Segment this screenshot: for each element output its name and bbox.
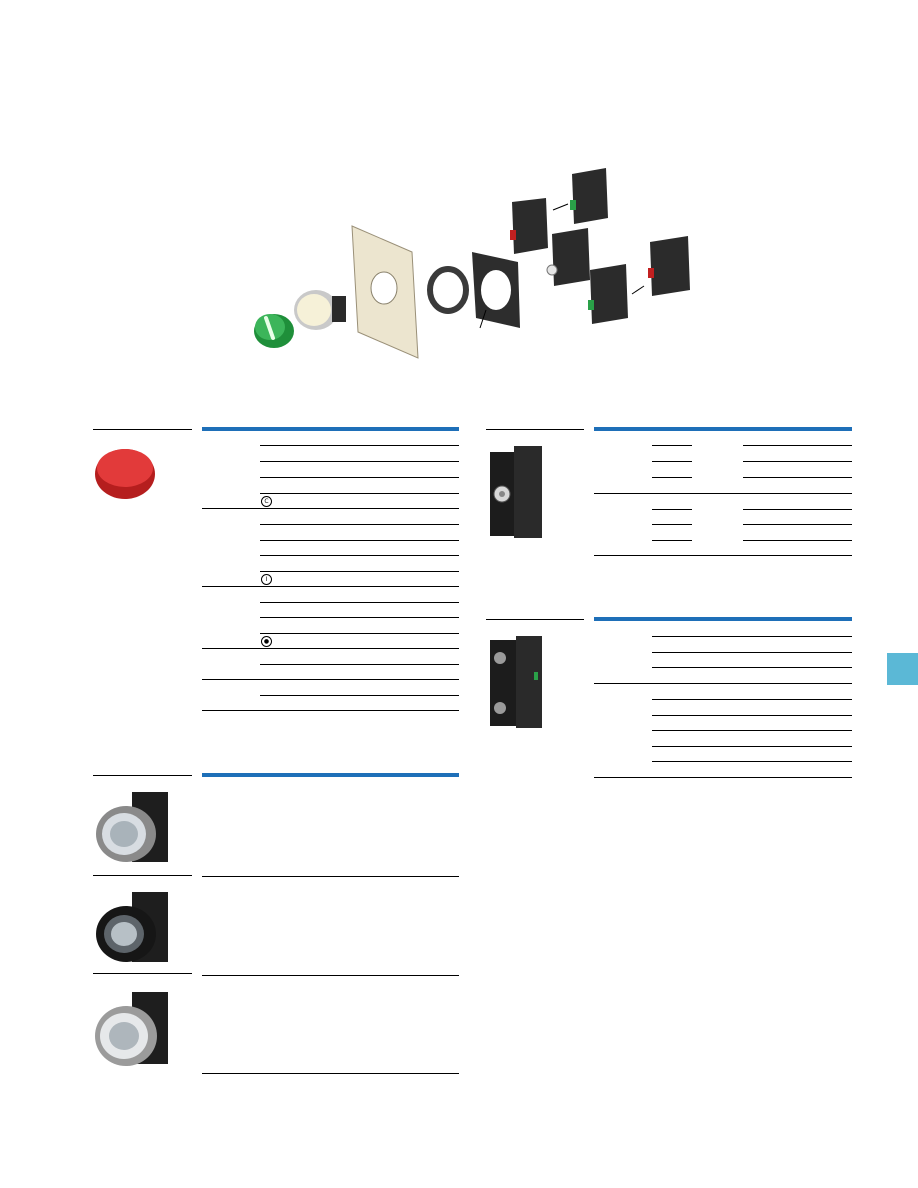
section-rule-left xyxy=(93,429,192,430)
actuator-black-bezel-image xyxy=(96,892,168,962)
row-rule xyxy=(743,524,852,525)
group-rule xyxy=(202,586,459,587)
item-rule xyxy=(202,1073,459,1074)
row-rule xyxy=(743,477,852,478)
green-button-cap xyxy=(254,314,294,348)
row-rule xyxy=(652,730,852,731)
circle-c-icon: C xyxy=(261,496,272,507)
item-rule xyxy=(93,875,192,876)
row-rule xyxy=(743,509,852,510)
section-index-tab xyxy=(887,653,918,685)
row-rule xyxy=(260,695,459,696)
group-rule xyxy=(594,683,852,684)
section-rule-right xyxy=(486,429,584,430)
row-rule xyxy=(260,602,459,603)
section-header-bar-2 xyxy=(202,773,459,777)
panel-plate xyxy=(351,225,419,359)
group-rule xyxy=(202,508,459,509)
row-rule xyxy=(743,445,852,446)
row-rule xyxy=(260,540,459,541)
row-rule xyxy=(260,445,459,446)
row-rule xyxy=(260,633,459,634)
section-header-bar-3 xyxy=(594,427,852,431)
row-rule xyxy=(652,445,692,446)
row-rule xyxy=(652,509,692,510)
item-rule xyxy=(93,973,192,974)
row-rule xyxy=(260,664,459,665)
row-rule xyxy=(652,461,692,462)
group-rule xyxy=(202,648,459,649)
row-rule xyxy=(260,571,459,572)
red-button-cap-image xyxy=(95,449,155,499)
contact-element-image xyxy=(490,636,542,728)
contact-element-1 xyxy=(510,198,548,254)
group-rule xyxy=(594,555,852,556)
contact-element-3 xyxy=(588,264,628,324)
led-element-image xyxy=(490,446,542,538)
item-rule xyxy=(202,975,459,976)
section-header-bar-1 xyxy=(202,427,459,431)
contact-element-4 xyxy=(648,236,690,296)
group-rule xyxy=(594,493,852,494)
row-rule xyxy=(652,715,852,716)
row-rule xyxy=(260,493,459,494)
circle-dot-icon: ● xyxy=(261,636,272,647)
row-rule xyxy=(260,461,459,462)
row-rule xyxy=(260,617,459,618)
row-rule xyxy=(652,699,852,700)
section-rule-right-2 xyxy=(486,619,584,620)
section-header-bar-4 xyxy=(594,617,852,621)
section-rule-left-2 xyxy=(93,775,192,776)
row-rule xyxy=(652,761,852,762)
assembly-illustration xyxy=(254,168,690,359)
row-rule xyxy=(652,636,852,637)
group-rule xyxy=(202,710,459,711)
mounting-adapter xyxy=(472,252,520,329)
row-rule xyxy=(652,477,692,478)
group-rule xyxy=(594,777,852,778)
row-rule xyxy=(260,477,459,478)
row-rule xyxy=(260,524,459,525)
row-rule xyxy=(743,540,852,541)
actuator-flush-image xyxy=(96,792,168,862)
row-rule xyxy=(652,540,692,541)
circle-i-icon: I xyxy=(261,574,272,585)
row-rule xyxy=(652,746,852,747)
fixing-ring xyxy=(427,266,469,314)
row-rule xyxy=(652,524,692,525)
contact-element-2 xyxy=(570,168,608,224)
lens-ring xyxy=(294,290,346,330)
row-rule xyxy=(743,461,852,462)
row-rule xyxy=(652,667,852,668)
row-rule xyxy=(260,555,459,556)
actuator-silver-bezel-image xyxy=(95,992,168,1066)
led-element xyxy=(546,228,590,286)
row-rule xyxy=(652,652,852,653)
group-rule xyxy=(202,679,459,680)
item-rule xyxy=(202,876,459,877)
